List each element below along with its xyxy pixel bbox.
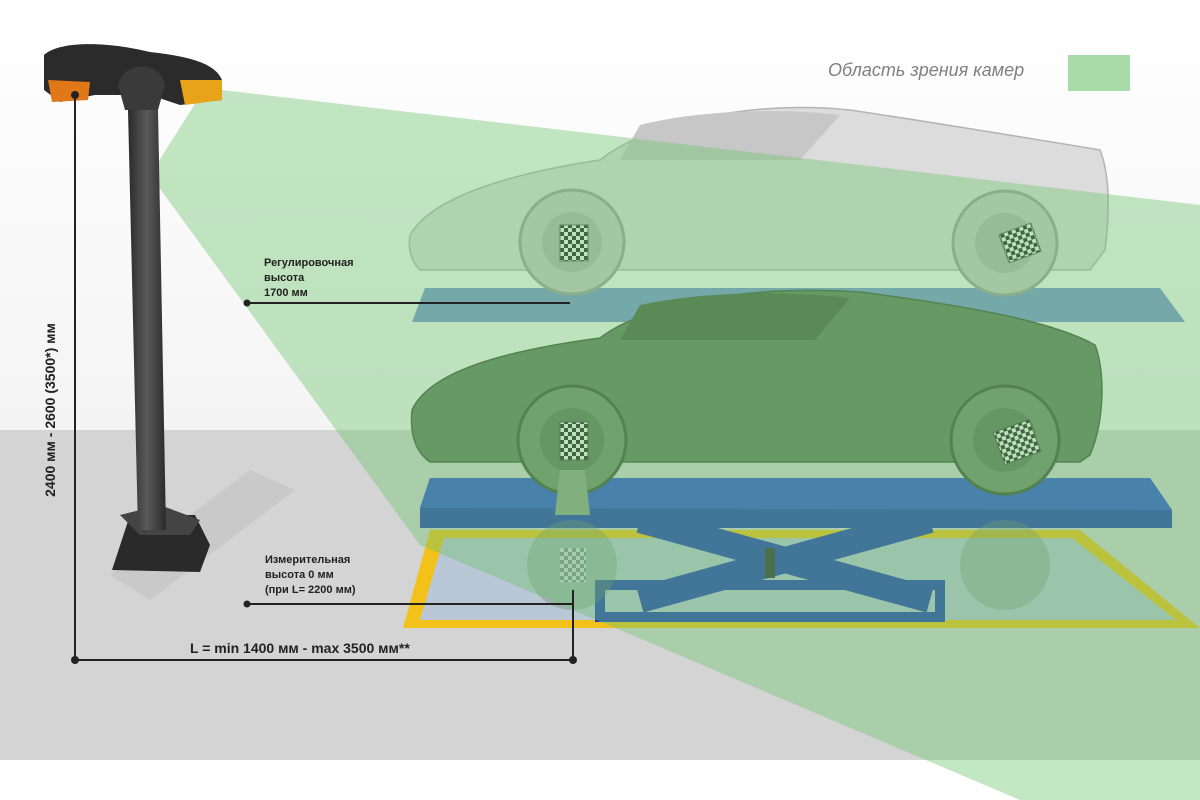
scissor-lift [595, 507, 945, 622]
measure-height-line-1: Измерительная [265, 554, 351, 566]
legend-swatch [1068, 55, 1130, 91]
adjust-height-label: Регулировочная высота 1700 мм [264, 256, 354, 301]
sports-car-raised [408, 106, 1109, 297]
legend-label: Область зрения камер [828, 60, 1025, 80]
adjust-height-line-3: 1700 мм [264, 287, 308, 299]
distance-dimension-dot-left [71, 656, 79, 664]
camera-field-of-view [150, 88, 1200, 800]
measure-height-line-3: (при L= 2200 мм) [265, 584, 356, 596]
camera-head-icon [44, 44, 222, 110]
measure-height-leader-dot [243, 600, 251, 608]
camera-stand [112, 110, 210, 572]
adjust-height-leader-dot [243, 299, 251, 307]
distance-label: L = min 1400 мм - max 3500 мм** [190, 640, 410, 656]
sports-car-lowered [410, 289, 1103, 515]
car-reflection [527, 520, 1050, 610]
bottom-strip [0, 760, 1200, 800]
measure-height-label: Измерительная высота 0 мм (при L= 2200 м… [265, 553, 356, 598]
adjust-height-line-1: Регулировочная [264, 257, 354, 269]
height-dimension-dot-top [71, 91, 79, 99]
adjust-height-line-2: высота [264, 272, 305, 284]
stand-height-label: 2400 мм - 2600 (3500*) мм [42, 323, 58, 497]
measure-height-line-2: высота 0 мм [265, 569, 334, 581]
